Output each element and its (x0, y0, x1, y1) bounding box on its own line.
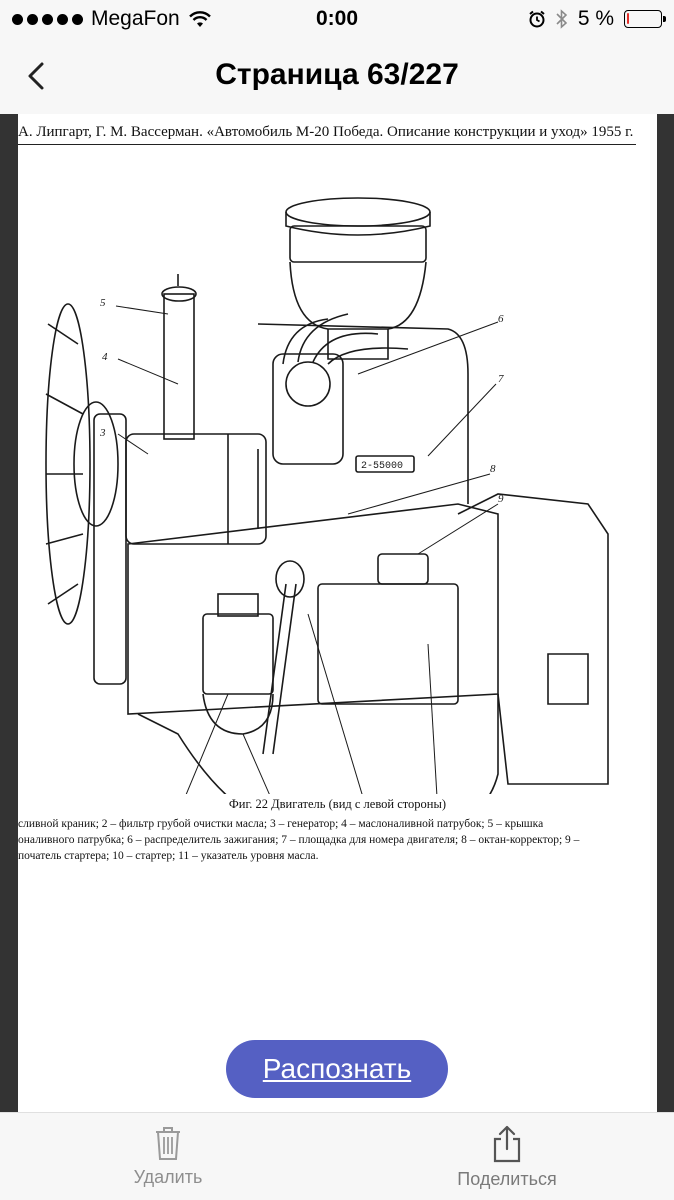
bluetooth-icon (556, 9, 567, 29)
trash-icon (156, 1127, 180, 1160)
carrier-name: MegaFon (91, 7, 180, 30)
callout-6: 6 (498, 313, 504, 325)
header-divider (18, 144, 636, 145)
callout-3: 3 (99, 427, 106, 439)
page-title: Страница 63/227 (215, 58, 459, 91)
recognize-button[interactable]: Распознать (226, 1040, 448, 1098)
page-header: А. Липгарт, Г. М. Вассерман. «Автомобиль… (18, 124, 634, 140)
legend-line: початель стартера; 10 – стартер; 11 – ук… (18, 850, 319, 862)
document-viewer[interactable]: А. Липгарт, Г. М. Вассерман. «Автомобиль… (0, 114, 674, 1112)
callout-7: 7 (498, 373, 504, 385)
battery-icon (624, 10, 666, 28)
callout-4: 4 (102, 351, 108, 363)
alarm-icon (529, 10, 545, 28)
wifi-icon (188, 11, 211, 27)
status-right: 5 % (528, 7, 666, 31)
figure-legend: сливной краник; 2 – фильтр грубой очистк… (18, 816, 623, 864)
callout-9: 9 (498, 493, 504, 505)
share-button[interactable]: Поделиться (427, 1125, 587, 1190)
figure-caption: Фиг. 22 Двигатель (вид с левой стороны) (228, 797, 447, 811)
clock: 0:00 (315, 7, 359, 30)
chevron-left-icon[interactable] (18, 56, 58, 96)
battery-level (627, 13, 629, 24)
share-icon (493, 1125, 521, 1163)
engine-plate-label: 2-55000 (361, 461, 403, 472)
legend-line: сливной краник; 2 – фильтр грубой очистк… (18, 818, 544, 830)
navigation-bar: Страница 63/227 (0, 38, 674, 114)
battery-percent: 5 % (577, 7, 614, 30)
document-page: А. Липгарт, Г. М. Вассерман. «Автомобиль… (18, 114, 657, 1112)
delete-label: Удалить (133, 1167, 203, 1187)
legend-line: оналивного патрубка; 6 – распределитель … (18, 834, 580, 846)
status-bar: MegaFon 0:00 5 % (0, 0, 674, 38)
carrier-group: MegaFon (12, 7, 212, 31)
callout-8: 8 (490, 463, 496, 475)
engine-illustration: 2-55000 (45, 197, 609, 794)
share-label: Поделиться (457, 1169, 557, 1189)
callout-5: 5 (100, 297, 106, 309)
bottom-toolbar: Удалить Поделиться (0, 1112, 674, 1200)
delete-button[interactable]: Удалить (88, 1125, 248, 1188)
signal-icon (12, 13, 83, 25)
